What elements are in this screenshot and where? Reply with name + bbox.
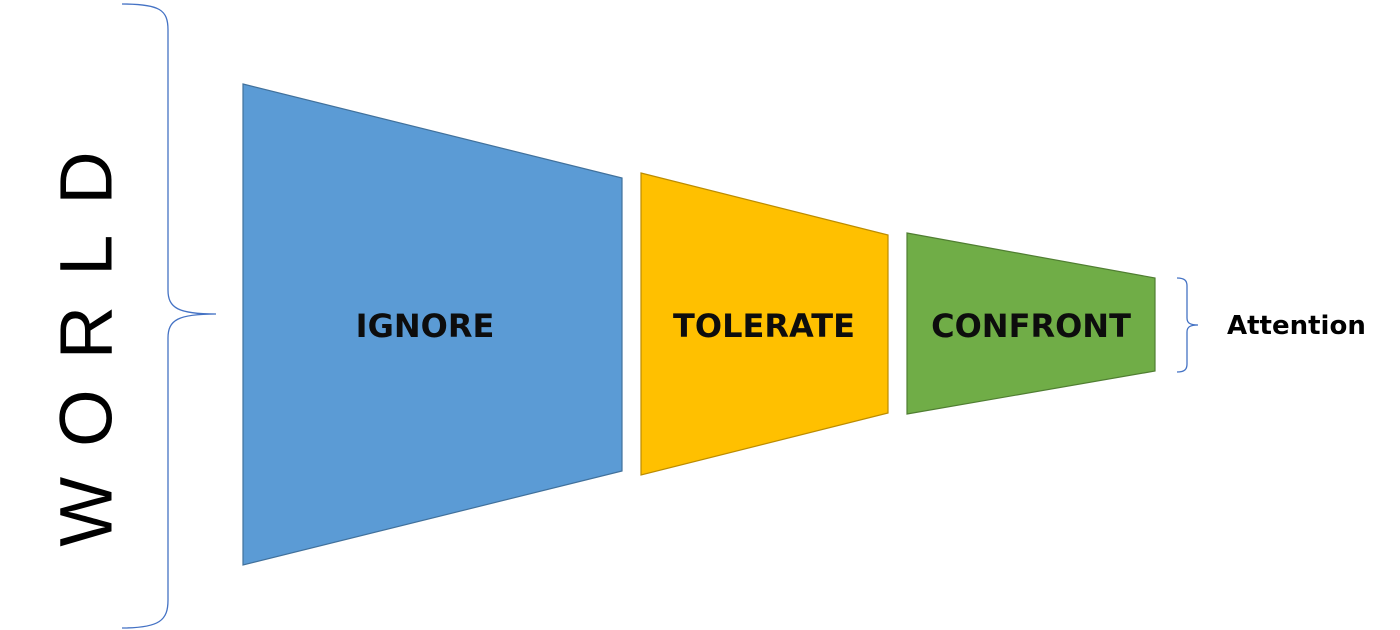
attention-label: Attention [1227,311,1366,341]
stage-ignore-shape [242,83,623,566]
stage-ignore-label: IGNORE [356,307,495,345]
attention-brace [1176,277,1199,373]
world-label: WORLD [45,121,128,546]
stage-confront-label: CONFRONT [931,307,1131,345]
world-brace [121,3,217,629]
stage-confront-shape [906,232,1156,415]
stage-tolerate-label: TOLERATE [673,307,855,345]
stage-tolerate-shape [640,172,889,476]
